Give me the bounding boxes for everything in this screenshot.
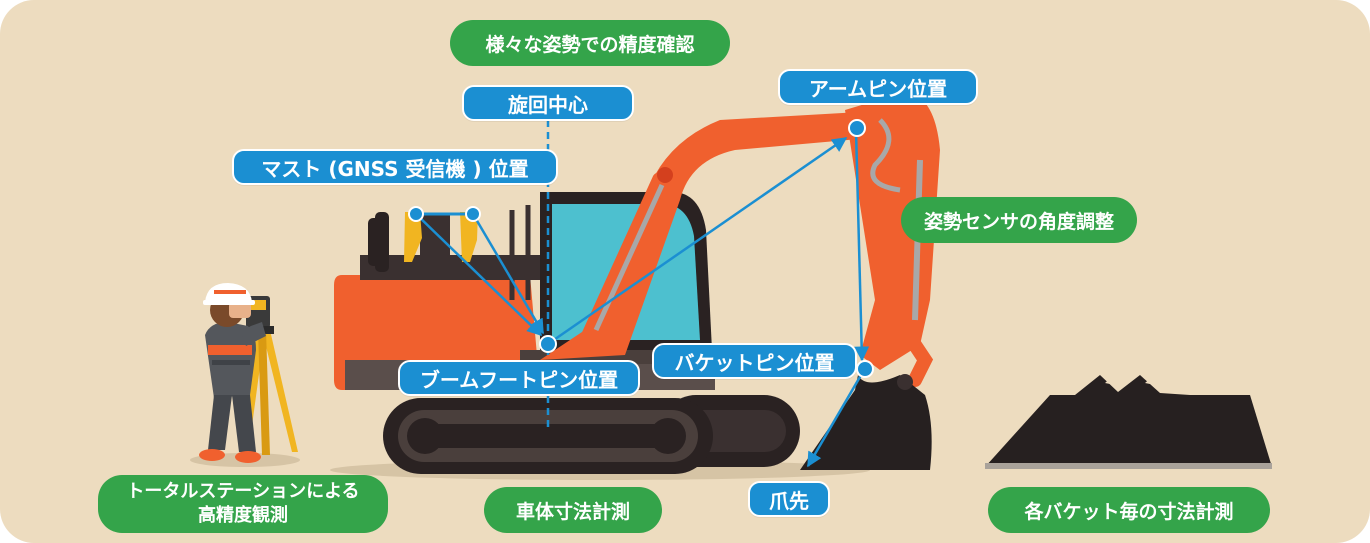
mast-point-2 [465,206,481,222]
tooth-tip-label: 爪先 [748,481,830,517]
arrow-mast2-to-boomfoot [471,213,545,335]
various-posture-label: 様々な姿勢での精度確認 [450,20,730,66]
mast-position-label: マスト (GNSS 受信機 ) 位置 [232,149,558,185]
arm-pin-label: アームピン位置 [778,69,978,105]
arm-pin-point [848,119,866,137]
bucket-pin-point [856,360,874,378]
boom-foot-pin-point [539,335,557,353]
total-station-label: トータルステーションによる 高精度観測 [98,475,388,533]
surveyor-with-total-station-icon [199,283,298,463]
swing-center-label: 旋回中心 [462,85,634,121]
spare-bucket-icon [985,375,1272,469]
arrow-boomfoot-to-armpin [547,136,848,346]
body-dimension-label: 車体寸法計測 [484,487,662,533]
arrow-mast1-to-boomfoot [415,213,543,337]
arrow-bucketpin-to-tip [806,369,866,468]
total-station-label-line1: トータルステーションによる [126,481,360,502]
arrow-armpin-to-bucketpin [854,129,870,362]
sensor-angle-label: 姿勢センサの角度調整 [901,197,1137,243]
total-station-label-line2: 高精度観測 [198,505,288,526]
mast-point-1 [408,206,424,222]
bucket-pin-label: バケットピン位置 [652,343,857,379]
boom-foot-pin-label: ブームフートピン位置 [398,360,640,396]
bucket-dimension-label: 各バケット毎の寸法計測 [988,487,1270,533]
